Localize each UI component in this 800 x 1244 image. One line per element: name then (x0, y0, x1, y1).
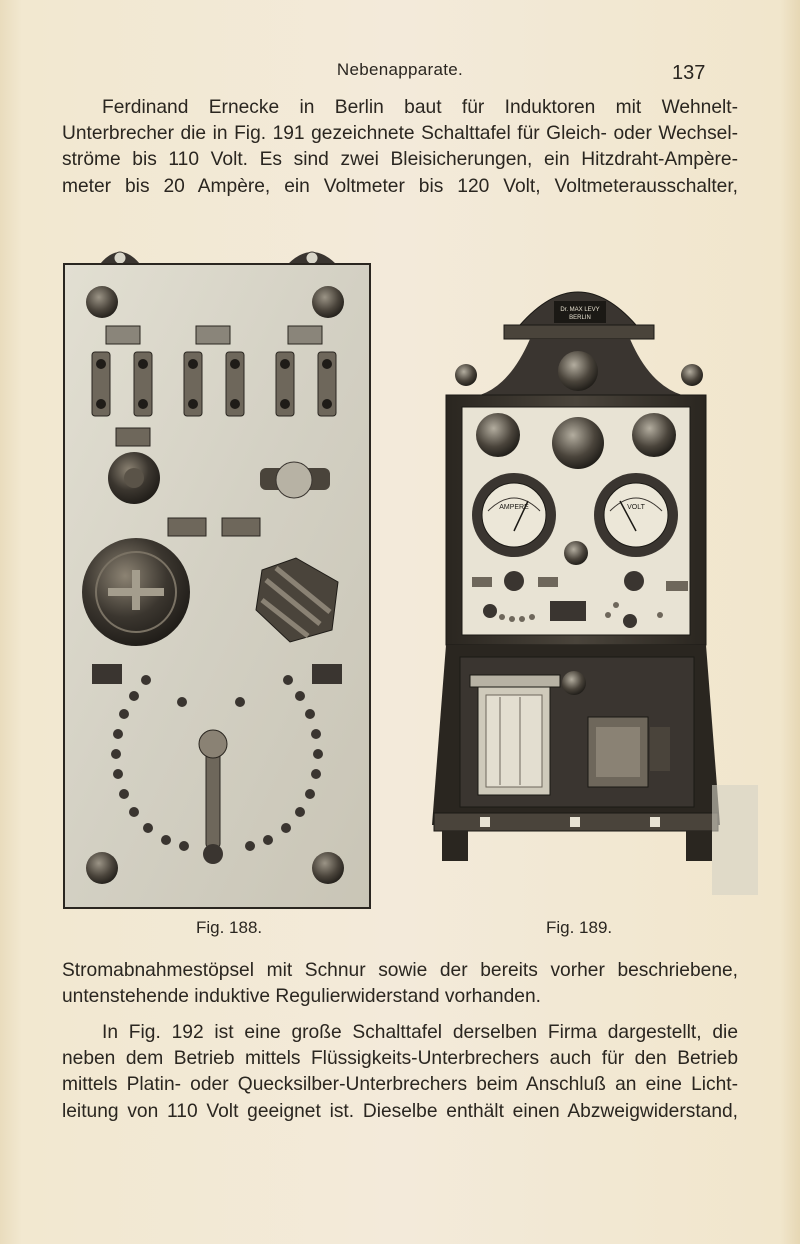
text-line: ströme bis 110 Volt. Es sind zwei Bleisi… (62, 149, 738, 171)
text-line: In Fig. 192 ist eine große Schalttafel d… (102, 1022, 738, 1043)
text-line: Stromabnahmestöpsel mit Schnur sowie der… (62, 960, 738, 981)
text-line: meter bis 20 Ampère, ein Voltmeter bis 1… (62, 175, 738, 197)
maker-plate-line-2: BERLIN (569, 315, 591, 321)
maker-plate-line-1: Dr. MAX LEVY (560, 307, 599, 313)
page-number: 137 (672, 62, 706, 84)
running-header: Nebenapparate. (336, 60, 464, 79)
figure-188-switchboard (62, 240, 372, 910)
text-line: untenstehende induktive Regulierwidersta… (62, 986, 541, 1008)
text-line: Unterbrecher die in Fig. 191 gezeichnete… (62, 123, 738, 145)
figure-189-apparatus: Dr. MAX LEVY BERLIN AMPERE V (420, 265, 760, 905)
figure-188-caption: Fig. 188. (196, 918, 263, 937)
paragraph-1: Ferdinand Ernecke in Berlin baut für Ind… (62, 95, 738, 200)
text-line: Ferdinand Ernecke in Berlin baut für Ind… (102, 97, 738, 118)
figure-189-caption: Fig. 189. (546, 918, 613, 937)
text-line: mittels Platin- oder Quecksilber-Unterbr… (62, 1074, 738, 1096)
ammeter-label: AMPERE (499, 504, 529, 511)
paragraph-3: In Fig. 192 ist eine große Schalttafel d… (62, 1020, 738, 1125)
voltmeter-label: VOLT (627, 504, 645, 511)
text-line: leitung von 110 Volt geeignet ist. Diese… (62, 1100, 738, 1122)
text-line: neben dem Betrieb mittels Flüssigkeits-U… (62, 1048, 738, 1070)
paragraph-2: Stromabnahmestöpsel mit Schnur sowie der… (62, 958, 738, 1010)
